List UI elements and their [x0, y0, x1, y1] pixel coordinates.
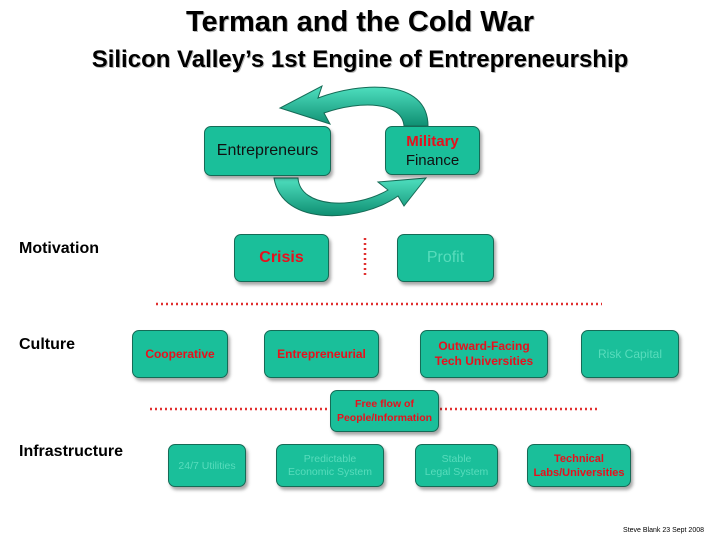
people-information-label: People/Information	[336, 412, 433, 424]
economic-system-label: Economic System	[287, 465, 373, 478]
utilities-label: 24/7 Utilities	[178, 459, 236, 472]
risk-capital-box: Risk Capital	[581, 330, 679, 378]
utilities-box: 24/7 Utilities	[168, 444, 246, 487]
tech-universities-label: Tech Universities	[434, 354, 534, 368]
crisis-label: Crisis	[259, 249, 304, 266]
technical-labs-box: Technical Labs/Universities	[527, 444, 631, 487]
outward-facing-label: Outward-Facing	[438, 339, 530, 353]
entrepreneurial-label: Entrepreneurial	[277, 347, 366, 361]
page-subtitle: Silicon Valley’s 1st Engine of Entrepren…	[91, 46, 629, 73]
profit-label: Profit	[426, 249, 465, 266]
military-finance-box: Military Finance	[385, 126, 480, 175]
legal-system-box: Stable Legal System	[415, 444, 498, 487]
cycle-arrow-top-icon	[278, 84, 429, 127]
cooperative-box: Cooperative	[132, 330, 228, 378]
entrepreneurs-label: Entrepreneurs	[216, 142, 319, 159]
legal-system-label: Legal System	[424, 465, 489, 478]
economic-system-box: Predictable Economic System	[276, 444, 384, 487]
entrepreneurial-box: Entrepreneurial	[264, 330, 379, 378]
entrepreneurs-box: Entrepreneurs	[204, 126, 331, 176]
predictable-label: Predictable	[303, 452, 357, 465]
cooperative-label: Cooperative	[145, 347, 215, 361]
free-flow-label: Free flow of	[355, 398, 414, 410]
row-label-motivation: Motivation	[19, 240, 99, 257]
military-label: Military	[406, 132, 459, 150]
crisis-box: Crisis	[234, 234, 329, 282]
footer-credit: Steve Blank 23 Sept 2008	[623, 527, 704, 534]
risk-capital-label: Risk Capital	[597, 347, 663, 361]
profit-box: Profit	[397, 234, 494, 282]
outward-facing-box: Outward-Facing Tech Universities	[420, 330, 548, 378]
free-flow-box: Free flow of People/Information	[330, 390, 439, 432]
labs-universities-label: Labs/Universities	[533, 466, 625, 479]
row-label-culture: Culture	[19, 336, 75, 353]
technical-label: Technical	[554, 452, 604, 465]
page-title: Terman and the Cold War	[185, 6, 535, 38]
row-label-infrastructure: Infrastructure	[19, 443, 124, 460]
cycle-arrow-bottom-icon	[273, 177, 428, 217]
finance-label: Finance	[405, 151, 460, 169]
stable-label: Stable	[441, 452, 472, 465]
